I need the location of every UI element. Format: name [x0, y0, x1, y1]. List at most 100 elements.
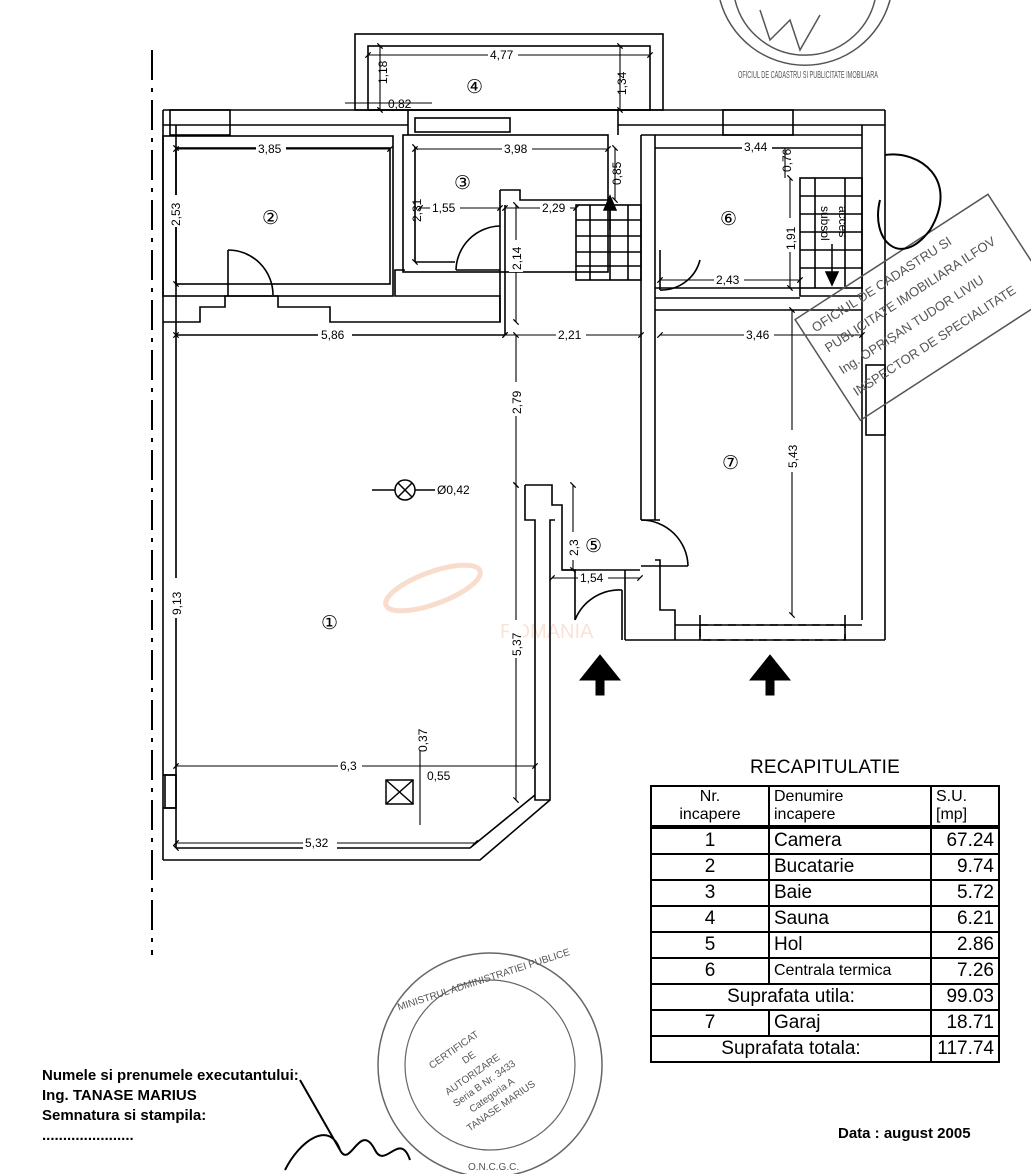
table-row: 5 Hol 2.86 — [650, 931, 1000, 959]
dim-1-18: 1,18 — [376, 60, 390, 84]
row-su: 5.72 — [930, 879, 1000, 907]
round-stamp-outer-text: MINISTRUL ADMINISTRATIEI PUBLICE — [396, 947, 571, 1013]
dim-5-86: 5,86 — [321, 328, 345, 342]
row-su: 2.86 — [930, 931, 1000, 959]
authorization-round-stamp: MINISTRUL ADMINISTRATIEI PUBLICE O.N.C.G… — [377, 947, 603, 1174]
dim-1-91: 1,91 — [784, 226, 798, 250]
entrance-arrows — [578, 654, 792, 696]
row-nr: 2 — [650, 853, 770, 881]
dim-3-46: 3,46 — [746, 328, 770, 342]
util-area-label: Suprafata utila: — [650, 983, 932, 1011]
row-name: Garaj — [768, 1009, 932, 1037]
row-nr: 1 — [650, 826, 770, 855]
dim-2-3: 2,3 — [567, 539, 581, 556]
dim-6-3: 6,3 — [340, 759, 357, 773]
row-su: 67.24 — [930, 826, 1000, 855]
dim-4-77: 4,77 — [490, 48, 514, 62]
header-nr-text: Nr. incapere — [679, 788, 741, 823]
row-nr: 6 — [650, 957, 770, 985]
dim-3-98: 3,98 — [504, 142, 528, 156]
dim-0-82: 0,82 — [388, 97, 412, 111]
table-row-garage: 7 Garaj 18.71 — [650, 1009, 1000, 1037]
room-number-7: ⑦ — [722, 453, 739, 474]
dim-0-55: 0,55 — [427, 769, 451, 783]
row-name: Baie — [768, 879, 932, 907]
dim-2-79: 2,79 — [510, 390, 524, 414]
lamp-symbol — [372, 479, 435, 501]
table-row: 3 Baie 5.72 — [650, 879, 1000, 907]
dim-0-85: 0,85 — [610, 161, 624, 185]
dim-5-37: 5,37 — [510, 632, 524, 656]
row-su: 18.71 — [930, 1009, 1000, 1037]
table-row: 2 Bucatarie 9.74 — [650, 853, 1000, 881]
dim-9-13: 9,13 — [170, 591, 184, 615]
watermark-text: ROMANIA — [500, 621, 594, 643]
signature-label: Semnatura si stampila: — [42, 1107, 207, 1124]
dimension-lines — [172, 42, 866, 852]
row-name: Bucatarie — [768, 853, 932, 881]
ocpi-stamp-line-2: PUBLICITATE IMOBILIARA ILFOV — [822, 233, 998, 355]
vent-box-symbol — [385, 779, 414, 805]
row-name: Hol — [768, 931, 932, 959]
stair-label-acces: acces — [836, 206, 850, 237]
ocpi-signature — [877, 153, 942, 250]
row-nr: 4 — [650, 905, 770, 933]
room-numbers: ① ② ③ ④ ⑤ ⑥ ⑦ — [262, 77, 739, 634]
dim-2-14: 2,14 — [510, 246, 524, 270]
dim-1-55: 1,55 — [432, 201, 456, 215]
recapitulation-table-block: RECAPITULATIE Nr. incapere Denumire inca… — [650, 757, 1000, 1063]
engineer-signature — [284, 1079, 411, 1171]
stair-arrows — [602, 194, 840, 287]
round-stamp-inner-1: CERTIFICAT — [427, 1029, 481, 1071]
executant-name: Ing. TANASE MARIUS — [42, 1087, 197, 1104]
total-area-row: Suprafata totala: 117.74 — [650, 1035, 1000, 1063]
header-su-text: S.U. [mp] — [936, 788, 968, 823]
top-round-stamp: OFICIUL DE CADASTRU SI PUBLICITATE IMOBI… — [719, 0, 891, 81]
recapitulation-table: Nr. incapere Denumire incapere S.U. [mp]… — [650, 785, 1000, 1063]
table-row: 6 Centrala termica 7.26 — [650, 957, 1000, 985]
top-stamp-text: OFICIUL DE CADASTRU SI PUBLICITATE IMOBI… — [738, 70, 878, 81]
room-number-3: ③ — [454, 173, 471, 194]
dim-1-34: 1,34 — [615, 71, 629, 95]
header-nr: Nr. incapere — [650, 785, 770, 829]
room-number-1: ① — [321, 613, 338, 634]
round-stamp-inner-2: DE — [460, 1049, 478, 1066]
total-area-value: 117.74 — [930, 1035, 1000, 1063]
dim-2-43: 2,43 — [716, 273, 740, 287]
dim-0-76: 0,76 — [780, 148, 794, 172]
row-nr: 7 — [650, 1009, 770, 1037]
room-number-4: ④ — [466, 77, 483, 98]
round-stamp-bottom-text: O.N.C.G.C. — [468, 1162, 519, 1173]
row-su: 7.26 — [930, 957, 1000, 985]
row-name: Camera — [768, 826, 932, 855]
executant-block: Numele si prenumele executantului: Ing. … — [42, 1066, 299, 1146]
room-number-6: ⑥ — [720, 209, 737, 230]
watermark: ROMANIA — [383, 562, 594, 643]
doors — [227, 225, 846, 641]
dim-5-32: 5,32 — [305, 836, 329, 850]
dim-3-44: 3,44 — [744, 140, 768, 154]
util-area-value: 99.03 — [930, 983, 1000, 1011]
table-header-row: Nr. incapere Denumire incapere S.U. [mp] — [650, 785, 1000, 829]
total-area-label: Suprafata totala: — [650, 1035, 932, 1063]
table-row: 1 Camera 67.24 — [650, 826, 1000, 855]
dim-2-53: 2,53 — [169, 202, 183, 226]
dim-0-42: Ø0,42 — [437, 483, 470, 497]
row-name: Sauna — [768, 905, 932, 933]
dim-1-54: 1,54 — [580, 571, 604, 585]
stair-labels: acces subsol — [818, 206, 850, 241]
dimension-labels: 4,77 1,18 0,82 1,34 3,85 3,98 3,44 0,85 … — [168, 48, 800, 850]
stair-label-subsol: subsol — [818, 206, 832, 241]
row-su: 6.21 — [930, 905, 1000, 933]
dim-2-29: 2,29 — [542, 201, 566, 215]
signature-dots: ...................... — [42, 1127, 134, 1144]
dim-5-43: 5,43 — [786, 444, 800, 468]
row-su: 9.74 — [930, 853, 1000, 881]
header-name: Denumire incapere — [768, 785, 932, 829]
dim-2-21: 2,21 — [558, 328, 582, 342]
room-number-5: ⑤ — [585, 536, 602, 557]
dim-2-31: 2,31 — [410, 198, 424, 222]
row-name: Centrala termica — [768, 957, 932, 985]
